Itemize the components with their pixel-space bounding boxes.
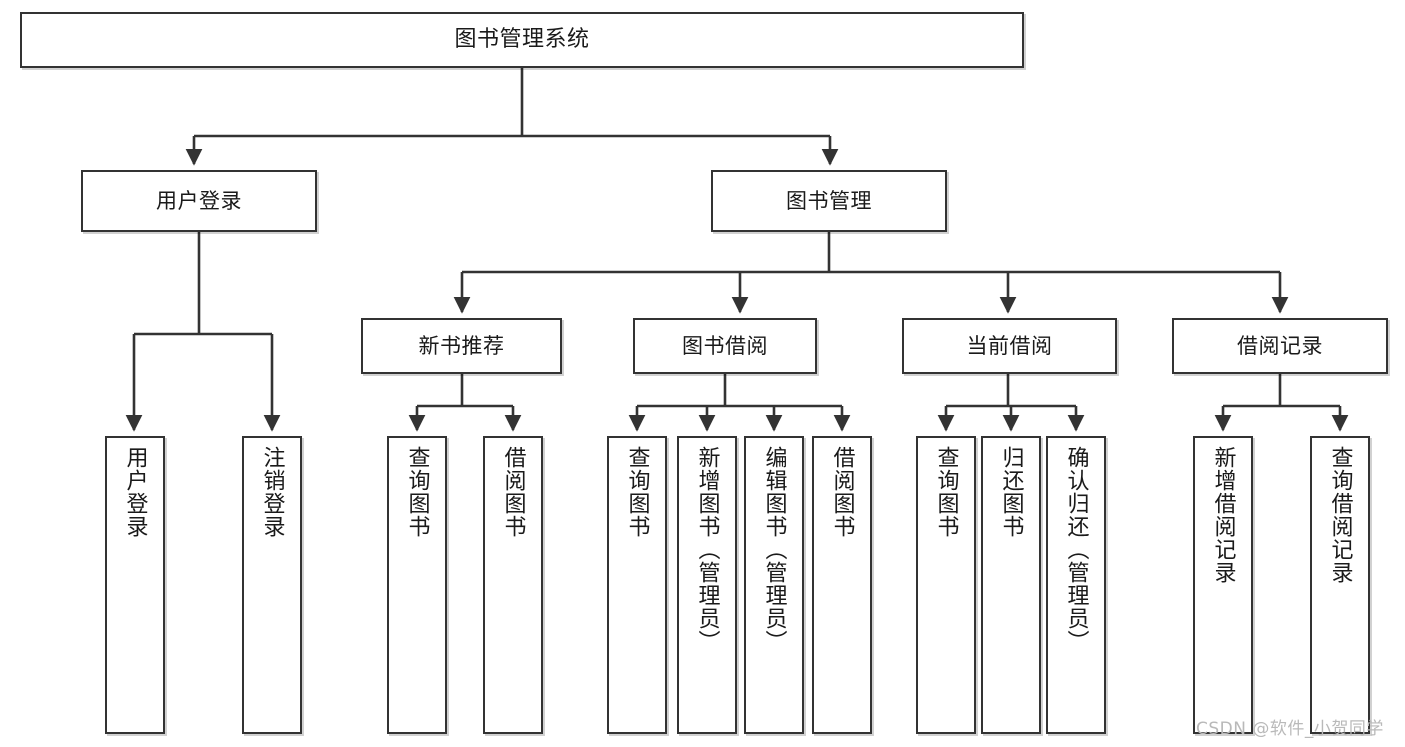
leaf-add-borrow-record[interactable]: 新增借阅记录 — [1193, 436, 1253, 734]
node-label: 借阅记录 — [1237, 333, 1323, 358]
node-borrow-record[interactable]: 借阅记录 — [1172, 318, 1388, 374]
node-label: 新增图书（管理员） — [694, 446, 720, 653]
leaf-add-book-admin[interactable]: 新增图书（管理员） — [677, 436, 737, 734]
node-book-management[interactable]: 图书管理 — [711, 170, 947, 232]
leaf-query-book-newbook[interactable]: 查询图书 — [387, 436, 447, 734]
node-label: 查询借阅记录 — [1327, 446, 1353, 584]
node-label: 图书管理系统 — [454, 27, 590, 53]
csdn-watermark: CSDN @软件_小贺同学 — [1196, 719, 1384, 739]
node-label: 确认归还（管理员） — [1063, 446, 1089, 653]
node-root-system[interactable]: 图书管理系统 — [20, 12, 1024, 68]
leaf-user-login[interactable]: 用户登录 — [105, 436, 165, 734]
leaf-logout[interactable]: 注销登录 — [242, 436, 302, 734]
node-current-borrow[interactable]: 当前借阅 — [902, 318, 1117, 374]
leaf-query-book-current[interactable]: 查询图书 — [916, 436, 976, 734]
node-label: 查询图书 — [404, 446, 430, 538]
leaf-edit-book-admin[interactable]: 编辑图书（管理员） — [744, 436, 804, 734]
node-label: 图书管理 — [786, 188, 872, 213]
node-label: 注销登录 — [259, 446, 285, 538]
node-label: 借阅图书 — [829, 446, 855, 538]
leaf-confirm-return-admin[interactable]: 确认归还（管理员） — [1046, 436, 1106, 734]
node-label: 当前借阅 — [966, 333, 1053, 358]
node-label: 用户登录 — [122, 446, 148, 538]
node-label: 查询图书 — [933, 446, 959, 538]
node-label: 图书借阅 — [682, 333, 768, 358]
node-book-borrow[interactable]: 图书借阅 — [633, 318, 817, 374]
node-label: 新增借阅记录 — [1210, 446, 1236, 584]
node-label: 归还图书 — [998, 446, 1024, 538]
leaf-query-borrow-record[interactable]: 查询借阅记录 — [1310, 436, 1370, 734]
leaf-query-book-borrow[interactable]: 查询图书 — [607, 436, 667, 734]
leaf-return-book[interactable]: 归还图书 — [981, 436, 1041, 734]
node-label: 编辑图书（管理员） — [761, 446, 787, 653]
node-label: 用户登录 — [156, 188, 242, 213]
node-label: 查询图书 — [624, 446, 650, 538]
leaf-borrow-book[interactable]: 借阅图书 — [812, 436, 872, 734]
leaf-borrow-book-newbook[interactable]: 借阅图书 — [483, 436, 543, 734]
node-label: 新书推荐 — [418, 333, 505, 358]
node-user-login[interactable]: 用户登录 — [81, 170, 317, 232]
node-label: 借阅图书 — [500, 446, 526, 538]
node-new-book-recommend[interactable]: 新书推荐 — [361, 318, 562, 374]
